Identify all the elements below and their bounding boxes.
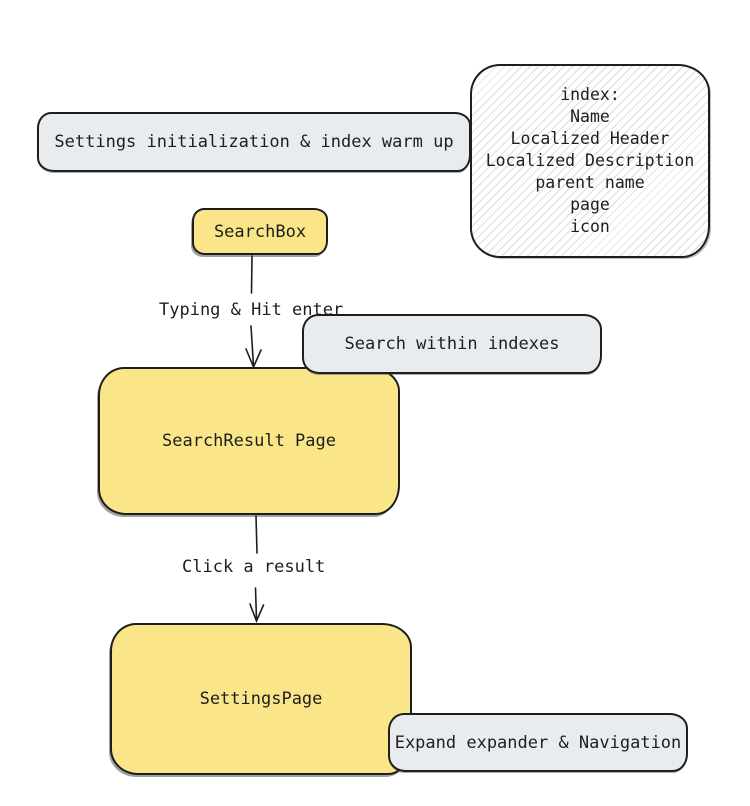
node-search-box-label: SearchBox xyxy=(213,221,307,242)
index-note-line: parent name xyxy=(535,173,645,192)
node-search-within-indexes: Search within indexes xyxy=(302,314,602,374)
edge-typing-line-lower xyxy=(250,325,255,367)
node-index-fields-note: index: Name Localized Header Localized D… xyxy=(470,64,710,258)
index-note-line: page xyxy=(570,195,610,214)
node-expand-expander-navigation-label: Expand expander & Navigation xyxy=(394,732,682,753)
node-settings-initialization-label: Settings initialization & index warm up xyxy=(54,132,454,152)
edge-click-line-lower xyxy=(254,587,258,621)
index-note-line: index: xyxy=(560,85,620,104)
index-note-line: Localized Header xyxy=(510,129,670,148)
node-settings-initialization: Settings initialization & index warm up xyxy=(37,112,471,172)
edge-label-typing: Typing & Hit enter xyxy=(159,300,344,320)
node-settings-page: SettingsPage xyxy=(110,623,412,775)
node-expand-expander-navigation: Expand expander & Navigation xyxy=(388,713,688,772)
edge-typing-arrowhead-icon xyxy=(245,348,262,370)
edge-click-arrowhead-icon xyxy=(249,603,265,624)
node-search-result-page-label: SearchResult Page xyxy=(162,431,336,451)
edge-typing-line-upper xyxy=(250,255,253,294)
index-note-line: Name xyxy=(570,107,610,126)
node-search-box: SearchBox xyxy=(192,208,328,255)
node-settings-page-label: SettingsPage xyxy=(199,689,323,709)
node-search-within-indexes-label: Search within indexes xyxy=(344,334,560,354)
edge-click-line-upper xyxy=(255,515,258,554)
edge-label-click: Click a result xyxy=(182,557,326,577)
index-note-line: icon xyxy=(570,217,610,236)
node-search-result-page: SearchResult Page xyxy=(98,367,400,515)
index-note-line: Localized Description xyxy=(485,151,695,170)
